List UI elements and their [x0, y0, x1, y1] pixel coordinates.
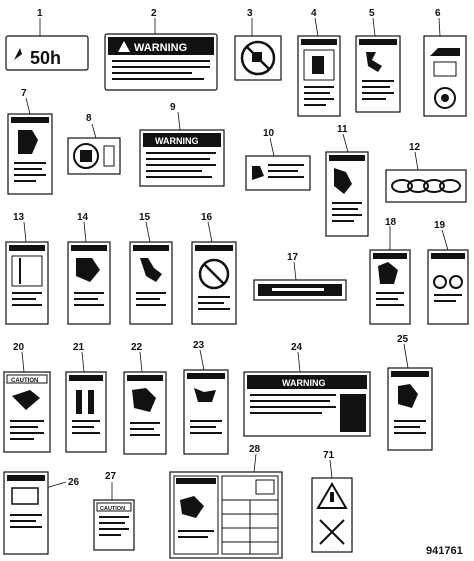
decal-1-service-hours: 50h [5, 18, 89, 71]
callout-6: 6 [435, 8, 441, 19]
callout-1: 1 [37, 8, 43, 19]
decal-18 [369, 226, 411, 325]
warning-text-9: WARNING [155, 136, 199, 146]
callout-15: 15 [139, 212, 151, 223]
callout-26: 26 [68, 477, 80, 488]
callout-19: 19 [434, 220, 446, 231]
decal-22 [123, 351, 167, 455]
callout-25: 25 [397, 334, 409, 345]
decal-14 [67, 221, 111, 325]
callout-2: 2 [151, 8, 157, 19]
callout-28: 28 [249, 444, 261, 455]
callout-8: 8 [86, 113, 92, 124]
decal-16 [191, 221, 237, 325]
hours-text: 50h [30, 48, 61, 68]
callout-10: 10 [263, 128, 275, 139]
decal-24-warning: WARNING [243, 351, 371, 437]
decal-20-caution: CAUTION [3, 351, 51, 453]
decal-11 [325, 133, 369, 237]
decal-19 [427, 229, 469, 325]
decal-4 [297, 17, 341, 117]
callout-9: 9 [170, 102, 176, 113]
decal-17-strip [253, 261, 347, 301]
decal-27-caution: CAUTION [93, 482, 135, 551]
callout-71: 71 [323, 450, 335, 461]
callout-23: 23 [193, 340, 205, 351]
callout-20: 20 [13, 342, 25, 353]
callout-3: 3 [247, 8, 253, 19]
callout-22: 22 [131, 342, 143, 353]
callout-21: 21 [73, 342, 85, 353]
decal-3-prohibition [234, 18, 282, 81]
decal-6 [423, 17, 467, 117]
callout-27: 27 [105, 471, 117, 482]
decal-28-sheet [169, 453, 283, 559]
warning-text-24: WARNING [282, 378, 326, 388]
decal-7 [7, 97, 53, 195]
callout-4: 4 [311, 8, 317, 19]
decal-8 [67, 123, 121, 175]
callout-24: 24 [291, 342, 303, 353]
decal-15 [129, 221, 173, 325]
figure-id: 941761 [426, 545, 463, 557]
decal-9-warning: WARNING [139, 111, 225, 187]
callout-7: 7 [21, 88, 27, 99]
callout-17: 17 [287, 252, 299, 263]
decal-25 [387, 343, 433, 451]
caution-text-20: CAUTION [11, 378, 38, 384]
callout-18: 18 [385, 217, 397, 228]
decal-71 [311, 459, 353, 553]
warning-text-2: WARNING [134, 42, 187, 54]
decal-21 [65, 351, 107, 453]
callout-12: 12 [409, 142, 421, 153]
decal-13 [5, 221, 49, 325]
caution-text-27: CAUTION [100, 506, 125, 512]
decal-12-chain [385, 151, 467, 203]
decal-23 [183, 349, 229, 455]
callout-11: 11 [337, 124, 348, 135]
decal-10 [245, 137, 311, 191]
callout-16: 16 [201, 212, 213, 223]
decal-2-warning: WARNING [104, 18, 218, 91]
callout-5: 5 [369, 8, 375, 19]
decal-26 [3, 471, 67, 555]
decal-5 [355, 17, 401, 113]
callout-13: 13 [13, 212, 25, 223]
callout-14: 14 [77, 212, 89, 223]
